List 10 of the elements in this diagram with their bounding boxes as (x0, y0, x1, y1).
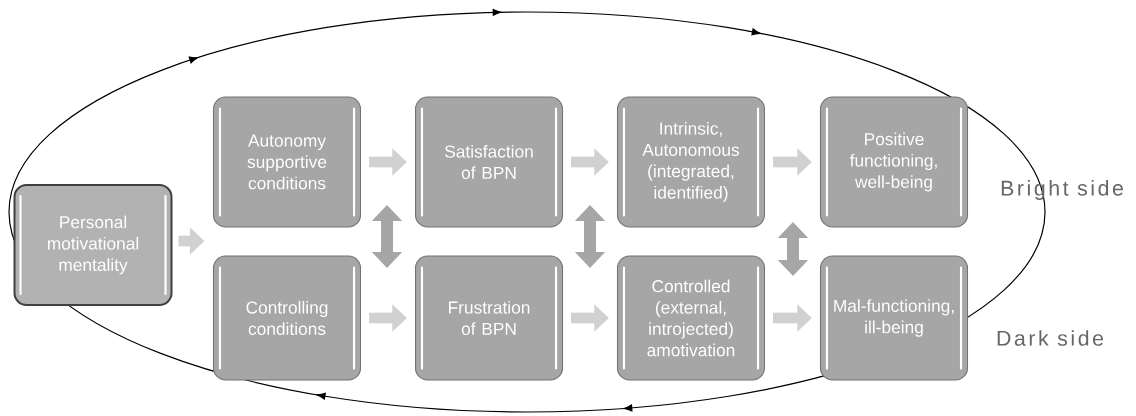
process-box: Intrinsic, Autonomous (integrated, identified) (616, 96, 766, 228)
source-box: Personal motivational mentality (13, 184, 173, 306)
process-box: Frustration of BPN (414, 255, 564, 381)
process-box: Positive functioning, well-being (819, 96, 969, 228)
side-label: Dark side (997, 330, 1104, 346)
process-box: Satisfaction of BPN (414, 96, 564, 228)
process-box: Mal-functioning, ill-being (819, 255, 969, 381)
process-box: Controlled (external, introjected) amotivation (616, 255, 766, 381)
process-box: Autonomy supportive conditions (212, 96, 362, 228)
process-box: Controlling conditions (212, 255, 362, 381)
